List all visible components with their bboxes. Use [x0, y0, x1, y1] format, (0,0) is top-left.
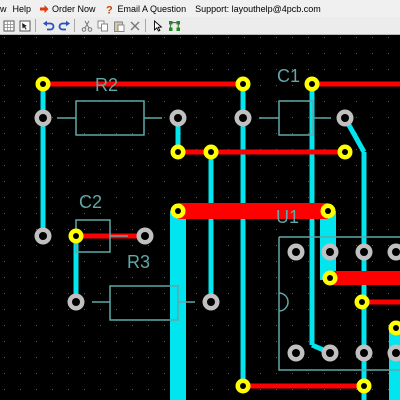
redo-icon	[58, 20, 70, 30]
cut-button[interactable]	[80, 19, 94, 33]
arrow-right-icon	[40, 4, 49, 13]
select-arrow-icon	[154, 19, 163, 32]
menu-email-question[interactable]: ? Email A Question	[105, 4, 187, 14]
select-button[interactable]	[151, 19, 165, 33]
r3-label: R3	[127, 252, 150, 272]
silkscreen-labels: R2 C1 C2 R3 U1	[79, 66, 300, 272]
undo-button[interactable]	[41, 19, 55, 33]
top-layer-traces	[43, 81, 400, 389]
scissors-icon	[81, 20, 93, 32]
paste-button[interactable]	[112, 19, 126, 33]
menu-help[interactable]: Help	[13, 4, 32, 14]
r3-outline	[109, 285, 179, 321]
through-pads	[34, 109, 400, 362]
top-pads	[35, 76, 400, 394]
menu-support-label: Support: layouthelp@4pcb.com	[195, 3, 321, 14]
toolbar-separator	[74, 19, 75, 32]
u1-label: U1	[276, 207, 299, 227]
menu-order-now-label: Order Now	[52, 3, 96, 14]
pointer-icon	[19, 20, 31, 31]
svg-text:?: ?	[106, 4, 113, 14]
menu-order-now[interactable]: Order Now	[39, 4, 96, 14]
u1-outline	[278, 236, 400, 371]
pcb-board[interactable]: R2 C1 C2 R3 U1	[0, 35, 400, 400]
delete-button[interactable]	[128, 19, 142, 33]
c1-label: C1	[277, 66, 300, 86]
copy-icon	[97, 20, 108, 31]
menu-support: Support: layouthelp@4pcb.com	[195, 4, 321, 14]
c2-label: C2	[79, 192, 102, 212]
redo-button[interactable]	[57, 19, 71, 33]
toolbar-separator	[145, 19, 146, 32]
toolbar	[0, 17, 400, 35]
r2-label: R2	[95, 75, 118, 95]
copy-button[interactable]	[96, 19, 110, 33]
paste-icon	[114, 20, 125, 32]
menu-bar: w Help Order Now ? Email A Question Supp…	[0, 0, 400, 17]
pointer-button[interactable]	[18, 19, 32, 33]
toolbar-separator	[35, 19, 36, 32]
menu-email-question-label: Email A Question	[117, 3, 187, 14]
autoroute-icon	[168, 20, 180, 31]
question-icon: ?	[106, 4, 113, 14]
grid-icon	[3, 20, 15, 31]
menu-partial[interactable]: w	[0, 3, 7, 14]
menu-help-label: Help	[12, 3, 32, 14]
delete-icon	[130, 21, 140, 30]
autoroute-button[interactable]	[167, 19, 181, 33]
grid-button[interactable]	[2, 19, 16, 33]
undo-icon	[42, 20, 54, 30]
pcb-canvas[interactable]: R2 C1 C2 R3 U1	[0, 35, 400, 400]
